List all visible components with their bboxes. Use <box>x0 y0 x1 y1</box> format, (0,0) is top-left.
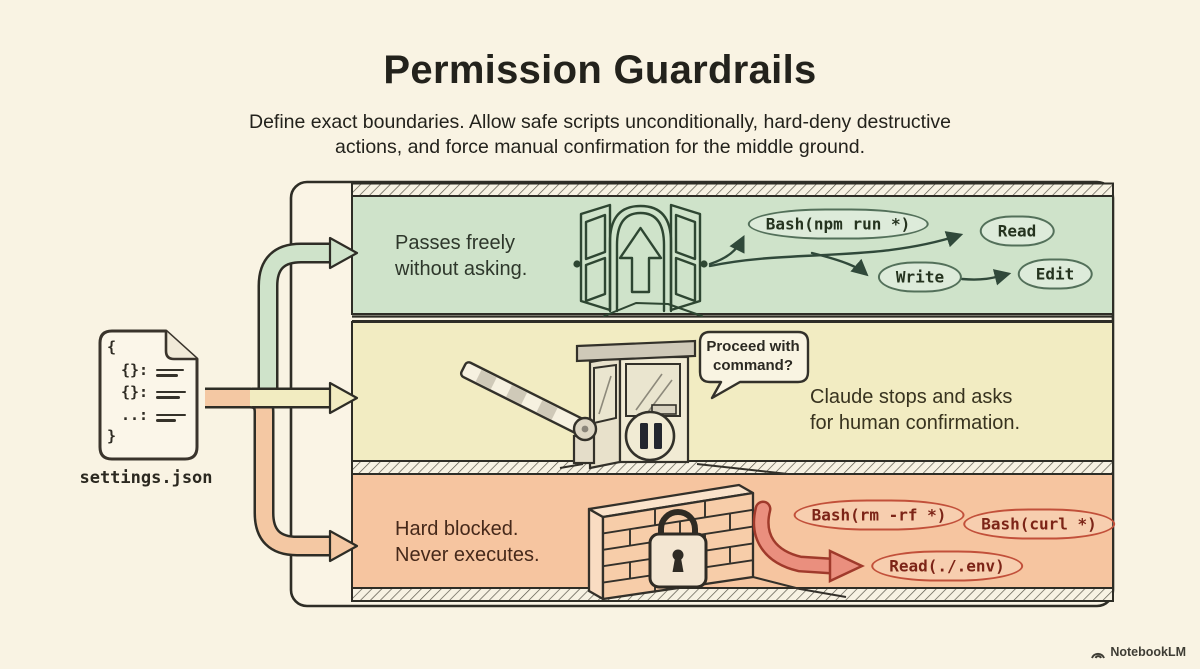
page-subtitle: Define exact boundaries. Allow safe scri… <box>0 110 1200 160</box>
flow-arrow-allow <box>257 236 359 400</box>
pill-bash-curl: Bash(curl *) <box>963 508 1115 540</box>
flow-arrow-ask <box>250 381 359 415</box>
file-key-row: {}: <box>121 361 149 379</box>
deny-caption-line-2: Never executes. <box>395 544 540 566</box>
open-gate-icon <box>573 203 708 317</box>
pill-read: Read <box>979 215 1055 247</box>
file-key-row: ..: <box>121 406 149 424</box>
ask-caption: Claude stops and asks for human confirma… <box>810 384 1020 436</box>
allow-caption-line-2: without asking. <box>395 258 528 280</box>
pill-bash-npm-run: Bash(npm run *) <box>747 208 929 240</box>
allow-caption: Passes freely without asking. <box>395 230 527 282</box>
pill-edit: Edit <box>1017 258 1093 290</box>
up-arrow-icon <box>618 226 663 294</box>
flow-arrows <box>205 236 359 563</box>
ask-caption-line-1: Claude stops and asks <box>810 386 1013 408</box>
pause-icon <box>624 410 676 462</box>
speech-bubble-text: Proceed with command? <box>699 337 807 375</box>
subtitle-line-1: Define exact boundaries. Allow safe scri… <box>248 111 952 133</box>
bubble-line-1: Proceed with <box>706 338 800 355</box>
bubble-line-2: command? <box>712 357 793 374</box>
padlock-icon <box>648 509 708 589</box>
speech-bubble <box>698 330 810 400</box>
file-key-row: {}: <box>121 383 149 401</box>
deny-redirect-arrow <box>752 500 865 583</box>
watermark-label: NotebookLM <box>1110 645 1186 659</box>
pill-write: Write <box>877 261 963 293</box>
file-brace-close: } <box>107 427 117 445</box>
page-title: Permission Guardrails <box>383 48 817 92</box>
ask-caption-line-2: for human confirmation. <box>810 412 1021 434</box>
allow-connector-arrows <box>708 231 1012 286</box>
settings-json-label: settings.json <box>79 468 213 488</box>
code-dashes-icon <box>156 366 186 377</box>
code-dashes-icon <box>156 411 186 422</box>
deny-caption: Hard blocked. Never executes. <box>395 516 540 568</box>
pill-read-env: Read(./.env) <box>871 550 1023 582</box>
deny-caption-line-1: Hard blocked. <box>395 518 519 540</box>
watermark: NotebookLM <box>1090 645 1186 659</box>
allow-caption-line-1: Passes freely <box>395 232 516 254</box>
notebooklm-logo-icon <box>1091 652 1106 659</box>
pill-bash-rm-rf: Bash(rm -rf *) <box>793 499 965 531</box>
file-brace-open: { <box>107 338 117 356</box>
code-dashes-icon <box>156 388 186 399</box>
allow-band <box>351 195 1114 315</box>
toll-booth-icon <box>459 339 789 475</box>
settings-json-file-icon <box>98 329 199 461</box>
subtitle-line-2: actions, and force manual confirmation f… <box>334 136 866 158</box>
